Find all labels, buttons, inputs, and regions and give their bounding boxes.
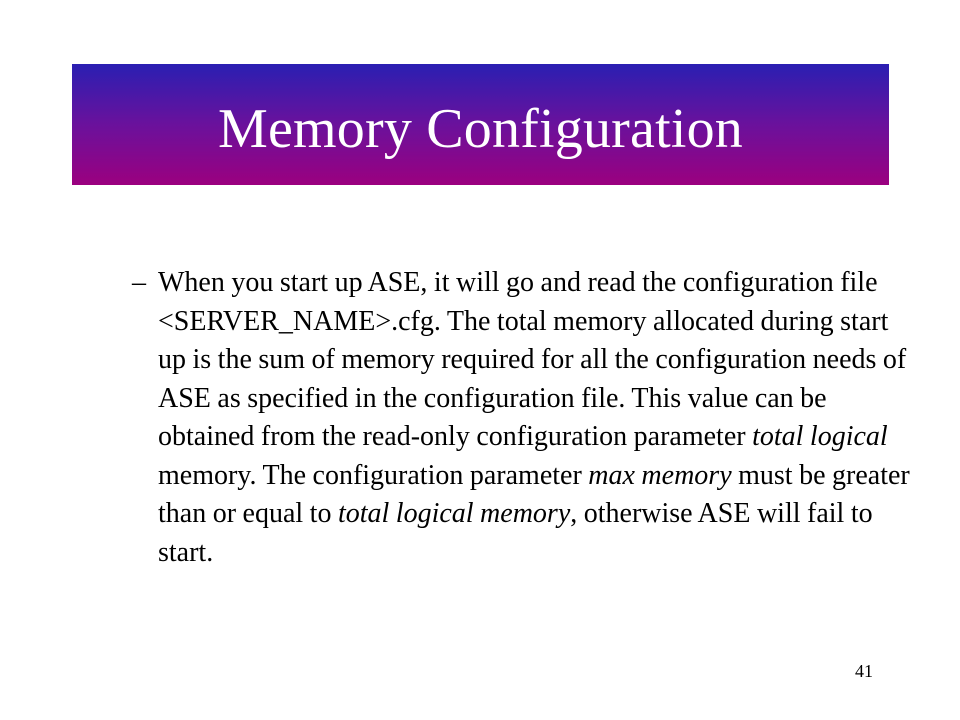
- bullet-paragraph: When you start up ASE, it will go and re…: [158, 264, 918, 572]
- paragraph-text-segment: must be greater than or equal to: [158, 459, 910, 530]
- paragraph-text-segment: When you start up ASE, it will go and re…: [158, 267, 907, 452]
- paragraph-italic-term: total logical: [752, 421, 888, 452]
- paragraph-italic-term: max memory: [588, 459, 732, 491]
- title-banner: Memory Configuration: [72, 64, 889, 185]
- page-number: 41: [855, 661, 873, 681]
- paragraph-text-segment: , otherwise ASE will fail to start.: [158, 498, 873, 568]
- slide-title: Memory Configuration: [217, 97, 744, 160]
- bullet-dash: –: [132, 267, 146, 298]
- bullet-item: – When you start up ASE, it will go and …: [120, 264, 920, 572]
- paragraph-italic-term: total logical memory: [337, 498, 571, 529]
- paragraph-text-segment: memory. The configuration parameter: [158, 459, 589, 491]
